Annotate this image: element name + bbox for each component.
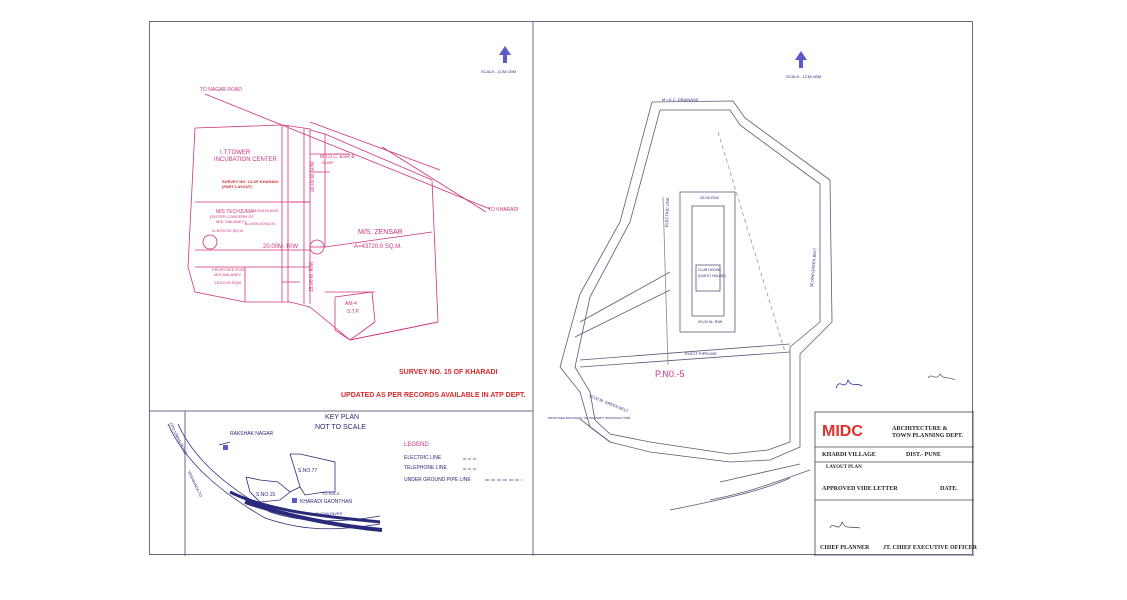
legend-samples (463, 458, 522, 481)
dept-line-1: ARCHITECTURE & (892, 426, 948, 432)
district-label: DIST.- PUNE (906, 452, 941, 458)
msdata-area-label: A=4900.00SQ.M. (245, 221, 276, 226)
malaney-label: M/S MALANEY (214, 272, 242, 277)
plot-5-label: P.N0.-5 (655, 369, 685, 379)
road-20m-label: 20.00M. R/W (263, 244, 299, 250)
msdata-label: MSDATA AVIS (253, 208, 279, 213)
to-kold-label: TO KOLD (322, 491, 340, 496)
incubation-center-label: INCUBATION CENTER (214, 157, 277, 163)
key-plan-subtitle: NOT TO SCALE (315, 424, 366, 431)
left-site-plan (187, 93, 491, 341)
rakshak-nagar-marker (223, 445, 228, 450)
mutha-river-label: MUTHA RIVER (315, 511, 343, 516)
s-no-77-label: S.NO.77 (298, 468, 318, 474)
date-label: DATE. (940, 486, 958, 492)
malaney-area-label: 13010.00 SQM (214, 280, 241, 285)
kharadi-gaonthan-label: KHARADI GAONTHAN (300, 499, 352, 505)
pipeline-label: ELECT PIPELINE (685, 351, 717, 356)
legend-title: LEGEND (404, 442, 429, 448)
sump-label: SUMP (322, 160, 334, 165)
midc-logo: MIDC (822, 423, 863, 440)
left-scale-label: SCALE:- 1CM=20M (481, 69, 517, 74)
nagar-road-line (204, 93, 491, 210)
esr-label: M.I.D.C. ESR & (320, 154, 355, 160)
rakshak-nagar-label: RAKSHAK NAGAR (230, 431, 274, 437)
techjuma-label: M/S TECHJUMA (216, 209, 254, 215)
survey-15-title: SURVEY NO. 15 OF KHARADI (399, 369, 498, 376)
title-block-frame (814, 411, 974, 556)
north-arrow-right (795, 51, 807, 68)
approved-label: APPROVED VIDE LETTER (822, 486, 898, 492)
dept-line-2: TOWN PLANNING DEPT. (892, 433, 963, 439)
key-plan-map (167, 423, 383, 532)
village-label: KHARDI VILLAGE (822, 452, 876, 458)
drainage-label: M.I.D.C. DRAINAGE (662, 97, 699, 102)
chief-planner-label: CHIEF PLANNER (820, 545, 870, 551)
techjuma-sub2-label: M/S. MALANEY) (216, 219, 246, 224)
techjuma-area-label: A=8700.00 SQ.M. (212, 228, 244, 233)
key-plan-title: KEY PLAN (325, 414, 360, 421)
survey-13-label: SURVEY NO. 13 OF KHARADI (222, 179, 279, 184)
legend-electric: ELECTRIC LINE (404, 455, 442, 461)
layout-plan-label: LAYOUT PLAN (826, 465, 862, 470)
club-house-label: CLUB HOUSE (698, 268, 721, 272)
jt-ceo-label: JT. CHIEF EXECUTIVE OFFICER (883, 545, 978, 551)
road-25-label: 25.00 R/W (700, 195, 719, 200)
club-sub-label: (GUEST HOUSE) (698, 274, 726, 278)
right-site-plan (559, 100, 833, 511)
legend-telephone: TELEPHONE LINE (404, 465, 447, 471)
updated-note: UPDATED AS PER RECORDS AVAILABLE IN ATP … (341, 392, 526, 399)
to-kharadi-label: TO KHARADI (488, 207, 519, 213)
to-nagar-road-label: TO NAGAR ROAD (200, 87, 242, 93)
zensar-label: M/S. ZENSAR (358, 229, 403, 236)
plan-linework (150, 22, 974, 556)
survey-13-sub-label: (PART LAYOUT) (222, 184, 253, 189)
road-20-bottom-label: 20.00 M. R/W (698, 319, 723, 324)
am4-label: AM-4 (345, 301, 357, 307)
techjuma-sub-label: (SISTER CONCERN OF (210, 214, 254, 219)
s-no-15-label: S.NO.15 (256, 492, 276, 498)
north-arrow-left (499, 46, 511, 63)
zensar-area-label: A=43720.0 SQ.M. (354, 244, 402, 250)
bottom-note: PROPOSED BOUNDARY OF PROPERTY BOUNDARY P… (548, 416, 631, 420)
road-20m-vertical-label: 20.00 M. R/W (310, 161, 316, 192)
kharadi-gaonthan-marker (292, 498, 297, 503)
it-tower-label: I.T.TOWER (220, 150, 251, 156)
stp-label: S.T.P. (347, 309, 360, 315)
drawing-sheet: SCALE:- 1CM=20M TO NAGAR ROAD TO KHARADI… (149, 21, 977, 556)
plot-5-boundary (559, 100, 833, 463)
proposed-for-label: PROPOSED FOR (212, 267, 245, 272)
legend-pipeline: UNDER GROUND PIPE LINE (404, 477, 471, 483)
road-15m-label: 15.00 M. R/W (309, 261, 315, 292)
right-scale-label: SCALE:- 1CM=50M (786, 74, 822, 79)
